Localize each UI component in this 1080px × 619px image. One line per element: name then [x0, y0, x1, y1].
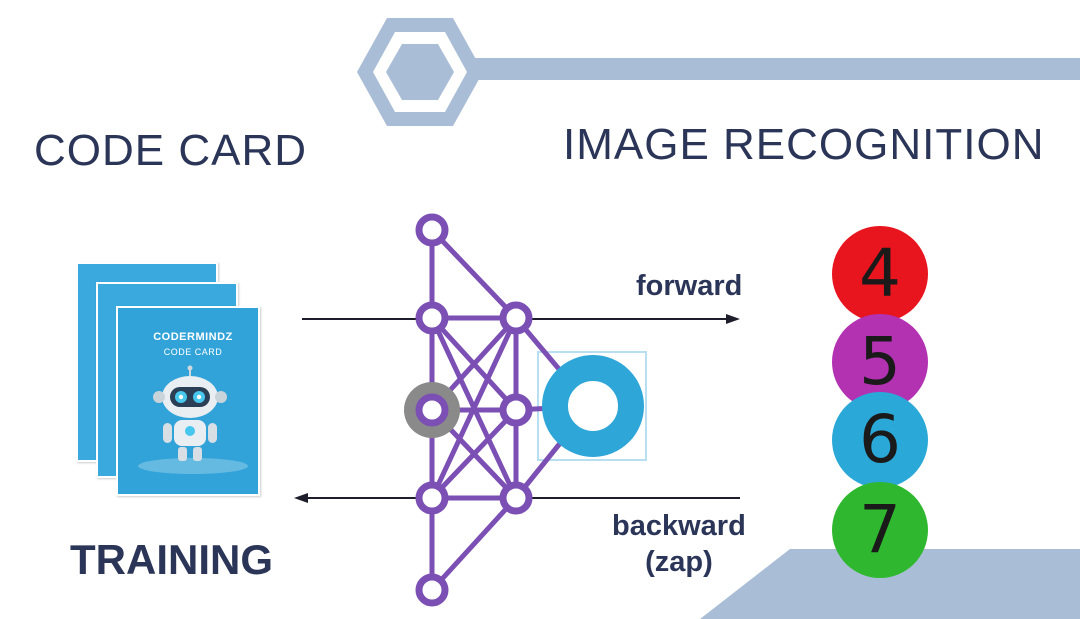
- digit-label: 7: [859, 491, 901, 568]
- card-brand: CODERMINDZ: [153, 331, 233, 343]
- digit-circle: [832, 314, 928, 410]
- digit-ball-6: 6: [832, 392, 928, 488]
- hexagon-icon: [357, 18, 483, 126]
- digit-circle: [832, 392, 928, 488]
- corner-decoration: [700, 549, 1080, 619]
- digit-circle: [832, 482, 928, 578]
- output-node: [542, 355, 644, 457]
- header-accent-bar: [470, 58, 1080, 80]
- code-card-title: CODE CARD: [34, 126, 308, 175]
- digit-circle: [832, 226, 928, 322]
- network-edges: [429, 228, 592, 592]
- output-selection-box: [537, 351, 647, 461]
- digit-ball-4: 4: [832, 226, 928, 322]
- digit-label: 4: [859, 235, 901, 312]
- card-platform: [138, 458, 248, 474]
- digit-ball-5: 5: [832, 314, 928, 410]
- robot-icon: [153, 365, 227, 461]
- backward-label: backward (zap): [612, 508, 746, 580]
- digit-balls: 4 56 7: [832, 226, 928, 578]
- network-nodes: [415, 213, 533, 607]
- training-label: TRAINING: [70, 536, 273, 583]
- forward-label: forward: [636, 270, 743, 302]
- image-recognition-title: IMAGE RECOGNITION: [563, 120, 1045, 169]
- card-subtitle: CODE CARD: [163, 347, 223, 357]
- backward-label-line1: backward: [612, 510, 746, 542]
- digit-label: 6: [859, 401, 901, 478]
- neural-network-diagram: [294, 213, 740, 607]
- digit-ball-7: 7: [832, 482, 928, 578]
- backward-label-line2: (zap): [645, 546, 713, 578]
- digit-label: 5: [859, 323, 901, 400]
